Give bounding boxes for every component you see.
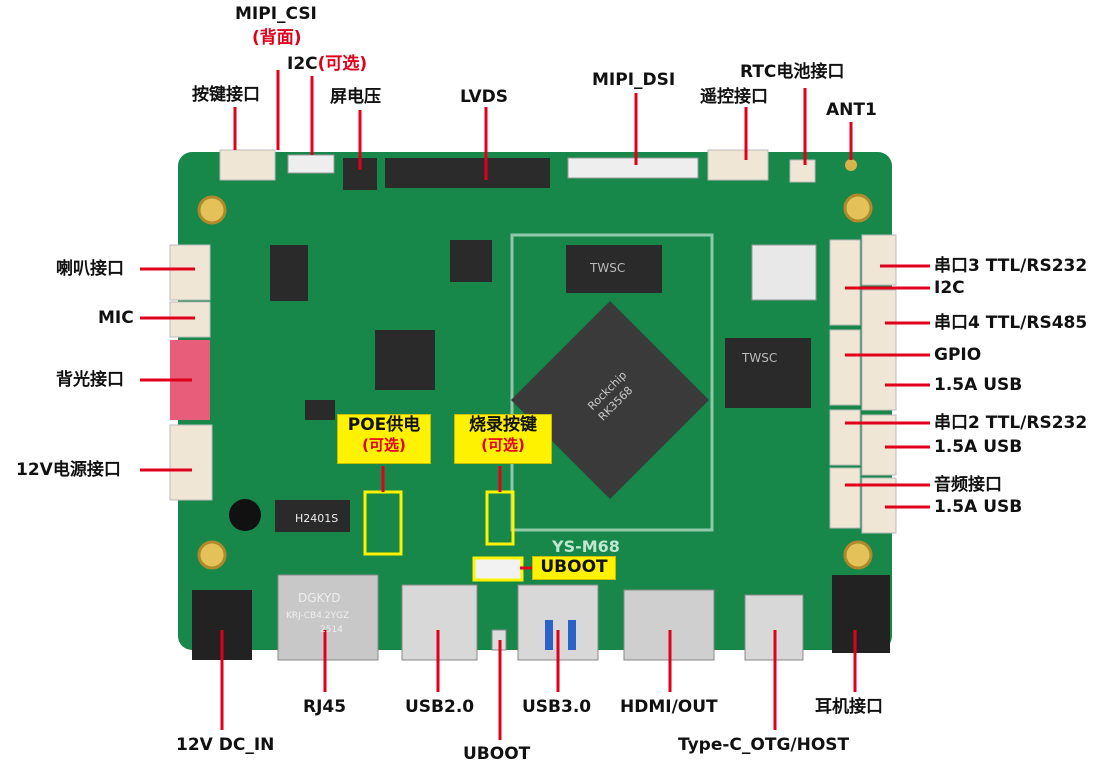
rj45-part-text: KRJ-CB4.2YGZ (286, 611, 349, 621)
label-usb-2: 1.5A USB (934, 437, 1023, 457)
mounting-holes (197, 193, 873, 570)
rj45-jack (277, 574, 379, 661)
audio-connector (829, 467, 861, 529)
ic-chip (305, 400, 335, 420)
leader-lines (140, 70, 930, 740)
earphone-jack (832, 575, 890, 653)
label-uart4: 串口4 TTL/RS485 (934, 313, 1088, 333)
ic-chip (275, 500, 350, 532)
power-connector (169, 424, 213, 501)
label-usb-3: 1.5A USB (934, 497, 1023, 517)
wifi-module (751, 244, 817, 301)
rj45-lot-text: 2514 (320, 625, 343, 635)
label-power-port: 12V电源接口 (16, 460, 121, 480)
ram-brand-text: TWSC (589, 261, 625, 275)
label-key-port: 按键接口 (192, 85, 260, 105)
label-earphone: 耳机接口 (815, 697, 883, 717)
label-uart3: 串口3 TTL/RS232 (934, 256, 1088, 276)
label-mipi-csi-note: (背面) (252, 28, 302, 48)
soc-frame (510, 233, 714, 532)
usb-connector-right-2 (861, 414, 897, 476)
label-mic: MIC (98, 308, 134, 328)
lvds-header (385, 158, 550, 188)
label-typec: Type-C_OTG/HOST (678, 735, 850, 755)
flash-chip (725, 338, 811, 408)
label-remote-port: 遥控接口 (700, 87, 768, 107)
label-mipi-dsi: MIPI_DSI (592, 70, 676, 90)
label-rtc-battery: RTC电池接口 (740, 62, 845, 82)
uart3-connector (829, 239, 861, 326)
burn-title: 烧录按键 (469, 415, 537, 435)
ant1-connector (845, 159, 857, 171)
rtc-connector (789, 159, 816, 183)
ic-chip (270, 245, 308, 301)
burn-note: (可选) (481, 436, 525, 454)
poe-title: POE供电 (347, 415, 421, 435)
label-uboot-bottom: UBOOT (463, 744, 531, 764)
label-usb-1: 1.5A USB (934, 375, 1023, 395)
gpio-connector (829, 329, 861, 406)
uart2-connector (829, 409, 861, 466)
label-burn-key: 烧录按键 (可选) (454, 414, 552, 464)
label-speaker-port: 喇叭接口 (56, 259, 124, 279)
i2c-top-text: I2C (287, 54, 318, 74)
label-ant1: ANT1 (826, 100, 877, 120)
label-i2c-top: I2C(可选) (287, 54, 367, 74)
poe-note: (可选) (362, 436, 406, 454)
label-usb20: USB2.0 (405, 697, 475, 717)
transformer-text: H2401S (295, 512, 338, 525)
remote-connector (707, 149, 769, 181)
usb-connector-right (861, 289, 897, 411)
label-i2c-right: I2C (934, 278, 965, 298)
label-lvds: LVDS (460, 87, 509, 107)
label-backlight-port: 背光接口 (56, 370, 124, 390)
uart3-connector-b (861, 234, 897, 286)
label-uart2: 串口2 TTL/RS232 (934, 413, 1088, 433)
label-uboot-mid: UBOOT (532, 556, 616, 580)
usb30-insert (545, 620, 553, 650)
label-poe-power: POE供电 (可选) (337, 414, 431, 464)
i2c-top-note: (可选) (317, 54, 368, 74)
uboot-button-outline (472, 556, 524, 582)
usb30-insert (568, 620, 576, 650)
label-hdmi-out: HDMI/OUT (620, 697, 718, 717)
soc-chip (511, 301, 709, 499)
rj45-brand-text: DGKYD (298, 591, 341, 605)
speaker-connector (169, 244, 211, 301)
key-connector (219, 149, 276, 181)
capacitor (229, 499, 261, 531)
flash-brand-text: TWSC (741, 351, 777, 365)
label-usb30: USB3.0 (522, 697, 592, 717)
ram-chip (566, 245, 662, 293)
label-dc-in: 12V DC_IN (176, 735, 275, 755)
label-audio-port: 音频接口 (934, 475, 1002, 495)
label-screen-voltage: 屏电压 (330, 87, 381, 107)
label-mipi-csi: MIPI_CSI (235, 4, 317, 24)
mipi-csi-connector (287, 154, 335, 174)
board-marking: YS-M68 (551, 537, 620, 556)
ic-chip (375, 330, 435, 390)
ic-chip (450, 240, 492, 282)
label-gpio: GPIO (934, 345, 982, 365)
mipi-dsi-connector (567, 157, 699, 179)
label-rj45: RJ45 (303, 697, 347, 717)
